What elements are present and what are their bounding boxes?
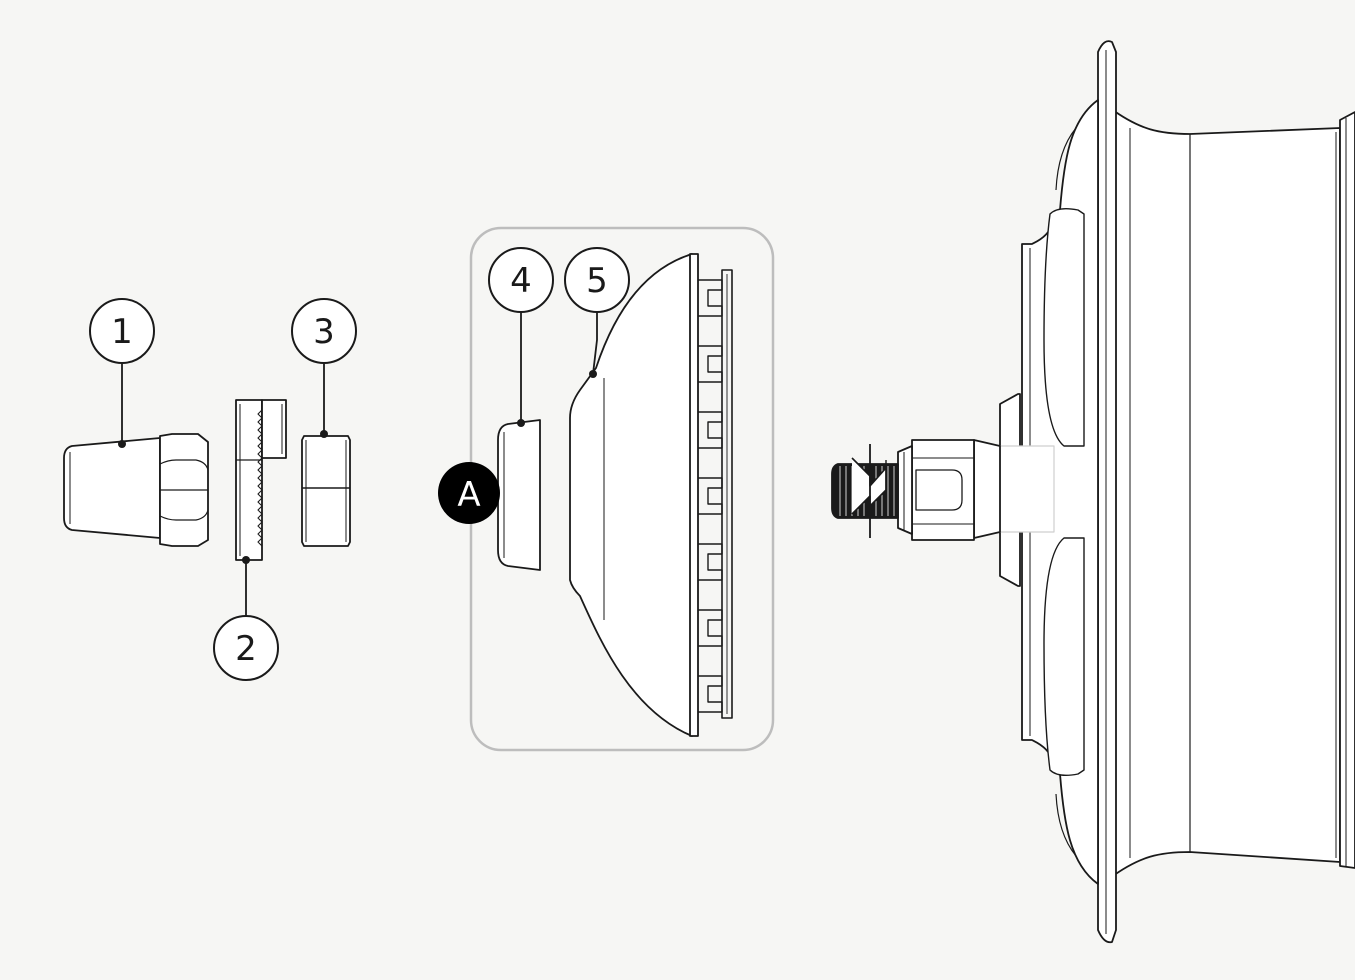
callout-2: 2: [213, 615, 279, 681]
callout-3-label: 3: [313, 312, 335, 352]
leader-lines: [121, 312, 598, 616]
wheel-hub-assembly: [831, 40, 1355, 944]
callout-1-label: 1: [111, 312, 133, 352]
callout-4: 4: [488, 247, 554, 313]
dust-cap-part: [497, 419, 541, 571]
lock-nut-part: [301, 435, 351, 547]
callout-5-label: 5: [586, 261, 608, 301]
callout-3: 3: [291, 298, 357, 364]
axle-nut-part: [63, 433, 209, 547]
callout-5: 5: [564, 247, 630, 313]
detail-marker-a: A: [438, 462, 500, 524]
callout-4-label: 4: [510, 261, 532, 301]
callout-2-label: 2: [235, 629, 257, 669]
hub-cover-part: [569, 253, 733, 737]
keyed-washer-part: [235, 399, 287, 561]
callout-1: 1: [89, 298, 155, 364]
leader-dots: [118, 370, 597, 564]
detail-marker-label: A: [457, 475, 480, 515]
